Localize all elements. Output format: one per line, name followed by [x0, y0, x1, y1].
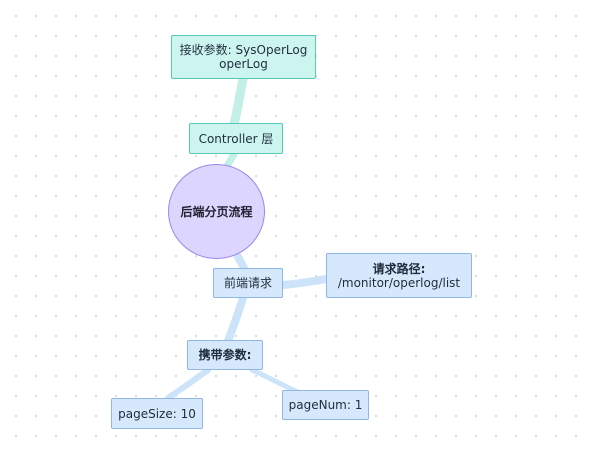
root-node[interactable]: 后端分页流程: [168, 164, 265, 259]
edge-carry-size: [165, 367, 211, 401]
controller-params-line1: 接收参数: SysOperLog: [179, 43, 308, 57]
controller-layer-node[interactable]: Controller 层: [189, 123, 283, 154]
controller-params-line2: operLog: [219, 57, 268, 71]
root-label: 后端分页流程: [180, 204, 253, 219]
edge-controller-params: [229, 74, 248, 129]
carry-params-label: 携带参数:: [198, 348, 252, 362]
request-path-line2: /monitor/operlog/list: [337, 275, 461, 290]
page-num-node[interactable]: pageNum: 1: [282, 390, 369, 420]
carry-params-node[interactable]: 携带参数:: [187, 340, 263, 370]
request-path-node[interactable]: 请求路径: /monitor/operlog/list: [326, 253, 472, 298]
controller-layer-label: Controller 层: [198, 131, 274, 146]
edge-carry-num: [249, 367, 301, 395]
edge-root-frontend: [233, 251, 248, 272]
controller-params-node[interactable]: 接收参数: SysOperLog operLog: [171, 35, 316, 79]
frontend-request-label: 前端请求: [223, 276, 272, 290]
page-num-label: pageNum: 1: [288, 398, 363, 412]
edge-frontend-carry: [224, 294, 247, 345]
page-size-node[interactable]: pageSize: 10: [111, 398, 203, 429]
frontend-request-node[interactable]: 前端请求: [213, 268, 283, 298]
page-size-label: pageSize: 10: [118, 406, 196, 421]
request-path-line1: 请求路径:: [372, 261, 426, 276]
edge-frontend-path: [278, 275, 331, 289]
